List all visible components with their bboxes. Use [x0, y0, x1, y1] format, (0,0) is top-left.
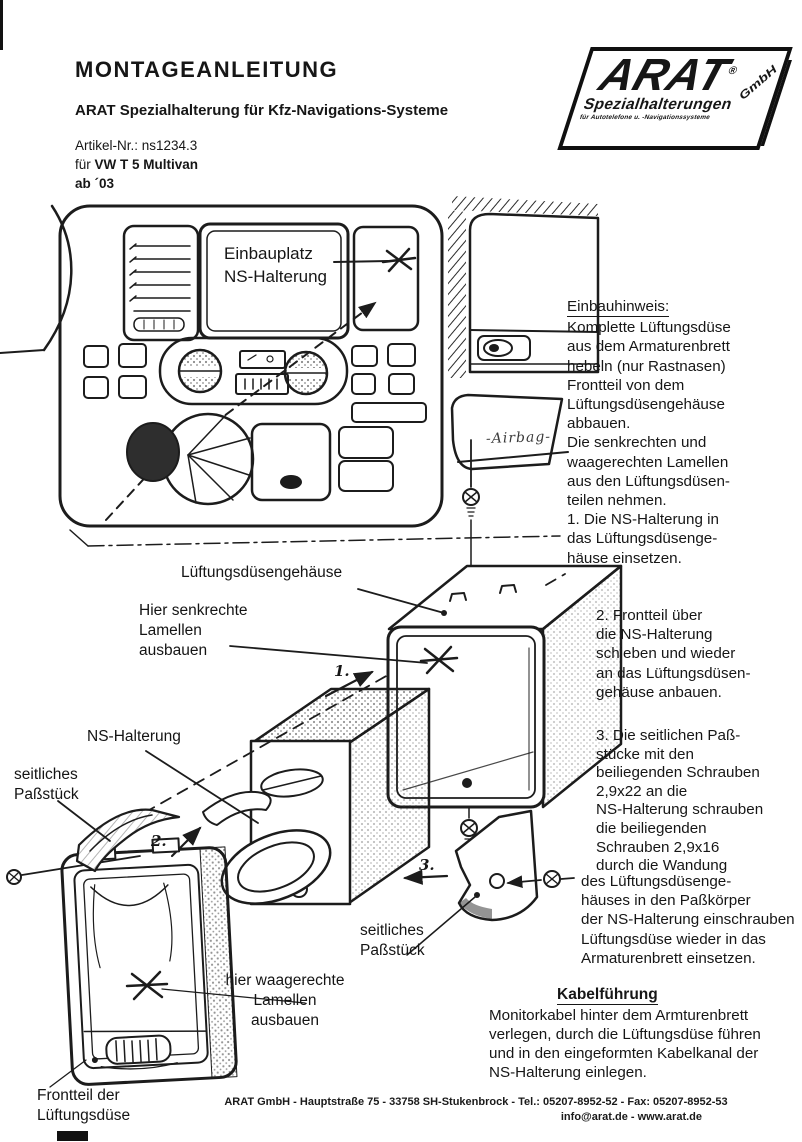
label-passstueck-left-line1: seitliches	[14, 766, 78, 783]
asterisk-mark-housing	[421, 647, 457, 673]
pointer-line-gehaeuse	[358, 589, 447, 616]
label-senkrechte-line1: Hier senkrechte	[139, 602, 248, 619]
pointer-line-senkrechte	[230, 646, 427, 663]
vehicle-name: VW T 5 Multivan	[94, 157, 199, 173]
console-buttons-left	[84, 344, 146, 398]
logo-tagline: für Autotelefone u. -Navigationssysteme	[578, 113, 712, 121]
label-step2-number: 2.	[151, 832, 167, 850]
vehicle-line: für VW T 5 Multivan	[75, 155, 198, 174]
label-passstueck-right-line2: Paßstück	[360, 941, 425, 959]
pointer-line-ns-halterung	[146, 751, 258, 823]
label-waagerechte-line3: ausbauen	[250, 1011, 320, 1029]
step3-text-part2: des Lüftungsdüsenge- häuses in den Paßkö…	[581, 873, 795, 967]
einbauhinweis-title: Einbauhinweis:	[567, 298, 670, 317]
label-waagerechte-line1: hier waagerechte	[225, 972, 345, 989]
console-lower-panel	[252, 424, 330, 500]
gear-shifter	[127, 414, 253, 504]
label-einbauplatz-line1: Einbauplatz	[224, 244, 313, 263]
pointer-line-frontteil	[50, 1060, 86, 1087]
scan-mark-bottom-left	[57, 1131, 88, 1141]
screw-arrow-right-fitting	[506, 871, 574, 887]
footer-address: ARAT GmbH - Hauptstraße 75 - 33758 SH-St…	[150, 1096, 802, 1123]
label-step1-number: 1.	[334, 662, 350, 680]
scan-edge-mark-top-left	[0, 0, 3, 50]
label-einbauplatz: Einbauplatz NS-Halterung	[224, 243, 327, 289]
asterisk-mark-frontframe	[127, 972, 167, 999]
label-waagerechte-line2: Lamellen	[253, 991, 317, 1009]
screw-left-of-frame	[7, 856, 140, 884]
pointer-line-einbauplatz	[334, 261, 388, 262]
label-step3-number: 3.	[419, 856, 435, 874]
kabelfuehrung-title-text: Kabelführung	[557, 986, 658, 1005]
label-frontteil-line2: Lüftungsdüse	[37, 1106, 131, 1124]
document-title: MONTAGEANLEITUNG	[75, 57, 339, 82]
einbauhinweis-section: Einbauhinweis: Komplette Lüftungsdüse au…	[567, 297, 802, 568]
footer-line1: ARAT GmbH - Hauptstraße 75 - 33758 SH-St…	[224, 1096, 728, 1108]
kabelfuehrung-title: Kabelführung	[557, 986, 658, 1005]
diagram-svg	[0, 196, 802, 1105]
asterisk-mark-dashboard	[383, 249, 415, 271]
label-passstueck-left: seitliches Paßstück	[14, 765, 79, 805]
label-passstueck-right: seitliches Paßstück	[360, 921, 425, 961]
step1-arrow	[326, 672, 374, 696]
einbauhinweis-body: Komplette Lüftungsdüse aus dem Armaturen…	[567, 319, 731, 567]
label-passstueck-right-line1: seitliches	[360, 922, 424, 939]
label-senkrechte-line3: ausbauen	[139, 641, 208, 659]
document-subtitle: ARAT Spezialhalterung für Kfz-Navigation…	[75, 102, 449, 119]
airbag-trim-piece	[452, 395, 568, 469]
climate-control-cluster	[160, 338, 347, 404]
step3-text-part1: 3. Die seitlichen Paß- stücke mit den be…	[596, 727, 764, 875]
left-air-vent	[124, 226, 198, 340]
label-senkrechte-line2: Lamellen	[139, 621, 202, 639]
ns-halterung-body	[251, 689, 429, 904]
mounting-location-panel	[354, 227, 418, 330]
passenger-dash-panel	[448, 196, 598, 378]
label-gehaeuse: Lüftungsdüsengehäuse	[181, 564, 343, 581]
label-waagerechte: hier waagerechte Lamellen ausbauen	[200, 971, 370, 1030]
label-einbauplatz-line2: NS-Halterung	[224, 266, 327, 286]
logo-box: ARAT® Spezialhalterungen für Autotelefon…	[557, 47, 793, 150]
vent-front-frame	[61, 836, 237, 1085]
arat-logo: ARAT® Spezialhalterungen für Autotelefon…	[557, 45, 796, 157]
label-passstueck-left-line2: Paßstück	[14, 785, 79, 803]
side-fitting-left	[58, 801, 179, 871]
dashboard-console-outline	[0, 206, 442, 526]
step3-arrow	[402, 869, 447, 885]
label-frontteil-line1: Frontteil der	[37, 1087, 120, 1104]
vehicle-prefix: für	[75, 157, 95, 173]
logo-brand: ARAT	[593, 49, 736, 100]
side-fitting-right	[407, 811, 537, 955]
vehicle-year: ab ´03	[75, 176, 115, 192]
pointer-line-waagerechte	[162, 989, 305, 1003]
assembly-axis-dashed	[128, 574, 565, 822]
kabelfuehrung-body: Monitorkabel hinter dem Armturenbrett ve…	[489, 1007, 761, 1081]
footer-line2: info@arat.de - www.arat.de	[560, 1111, 702, 1123]
section-axis-line	[70, 530, 560, 546]
console-buttons-right	[339, 344, 426, 491]
label-airbag-note: -Airbag-	[485, 428, 552, 448]
step2-text: 2. Frontteil über die NS-Halterung schie…	[596, 607, 751, 701]
label-frontteil: Frontteil der Lüftungsdüse	[37, 1086, 130, 1126]
label-senkrechte: Hier senkrechte Lamellen ausbauen	[139, 601, 248, 660]
screw-top	[463, 440, 479, 616]
article-info: Artikel-Nr.: ns1234.3 für VW T 5 Multiva…	[75, 136, 198, 193]
label-ns-halterung: NS-Halterung	[87, 728, 181, 745]
article-number: Artikel-Nr.: ns1234.3	[75, 138, 198, 153]
